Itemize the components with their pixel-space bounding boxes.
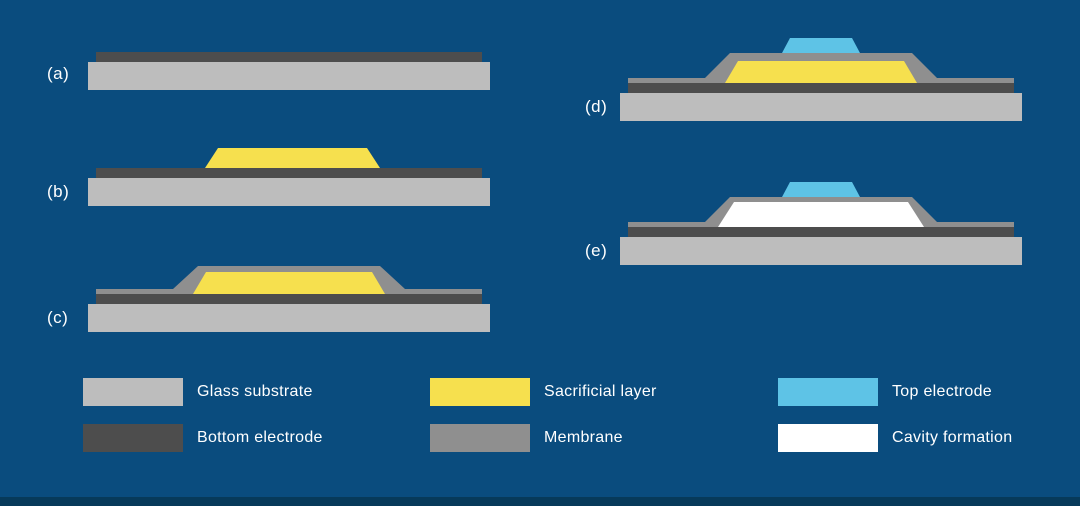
legend-item-top-electrode: Top electrode — [778, 378, 1012, 406]
legend: Glass substrate Bottom electrode Sacrifi… — [0, 378, 1080, 478]
glass-substrate-layer — [88, 62, 490, 90]
panel-e-stack — [620, 182, 1022, 265]
sacrificial-layer — [725, 61, 917, 83]
sacrificial-layer-swatch — [430, 378, 530, 406]
membrane-swatch-fill — [430, 424, 530, 452]
top-electrode-layer — [782, 182, 860, 197]
sacrificial-layer-swatch-fill — [430, 378, 530, 406]
glass-substrate-layer — [88, 304, 490, 332]
panel-d-label: (d) — [585, 97, 608, 116]
legend-column-2: Sacrificial layer Membrane — [430, 378, 657, 470]
bottom-electrode-swatch — [83, 424, 183, 452]
bottom-electrode-swatch-fill — [83, 424, 183, 452]
panel-b-stack — [88, 148, 490, 206]
panel-d-stack — [620, 38, 1022, 121]
legend-label: Cavity formation — [892, 429, 1013, 446]
glass-substrate-layer — [620, 237, 1022, 265]
panel-a-label: (a) — [47, 64, 70, 83]
glass-substrate-layer — [88, 178, 490, 206]
cavity-formation-swatch-fill — [778, 424, 878, 452]
membrane-swatch — [430, 424, 530, 452]
top-electrode-swatch-fill — [778, 378, 878, 406]
legend-label: Top electrode — [892, 383, 992, 400]
sacrificial-layer — [193, 272, 385, 294]
legend-label: Bottom electrode — [197, 429, 323, 446]
bottom-electrode-layer — [96, 168, 482, 178]
top-electrode-swatch — [778, 378, 878, 406]
legend-label: Glass substrate — [197, 383, 313, 400]
legend-item-glass-substrate: Glass substrate — [83, 378, 323, 406]
panel-b-label: (b) — [47, 182, 70, 201]
panel-c-label: (c) — [47, 308, 69, 327]
sacrificial-layer — [205, 148, 380, 168]
glass-substrate-layer — [620, 93, 1022, 121]
bottom-electrode-layer — [628, 227, 1014, 237]
panel-c-stack — [88, 266, 490, 332]
cavity-layer — [718, 202, 924, 227]
panel-e-label: (e) — [585, 241, 608, 260]
legend-label: Sacrificial layer — [544, 383, 657, 400]
legend-item-membrane: Membrane — [430, 424, 657, 452]
footer-accent-bar — [0, 497, 1080, 506]
legend-item-cavity-formation: Cavity formation — [778, 424, 1012, 452]
bottom-electrode-layer — [96, 294, 482, 304]
bottom-electrode-layer — [96, 52, 482, 62]
legend-column-3: Top electrode Cavity formation — [778, 378, 1012, 470]
cavity-formation-swatch — [778, 424, 878, 452]
bottom-electrode-layer — [628, 83, 1014, 93]
legend-item-sacrificial-layer: Sacrificial layer — [430, 378, 657, 406]
legend-item-bottom-electrode: Bottom electrode — [83, 424, 323, 452]
legend-column-1: Glass substrate Bottom electrode — [83, 378, 323, 470]
glass-substrate-swatch-fill — [83, 378, 183, 406]
glass-substrate-swatch — [83, 378, 183, 406]
top-electrode-layer — [782, 38, 860, 53]
panel-a-stack — [88, 52, 490, 90]
legend-label: Membrane — [544, 429, 623, 446]
